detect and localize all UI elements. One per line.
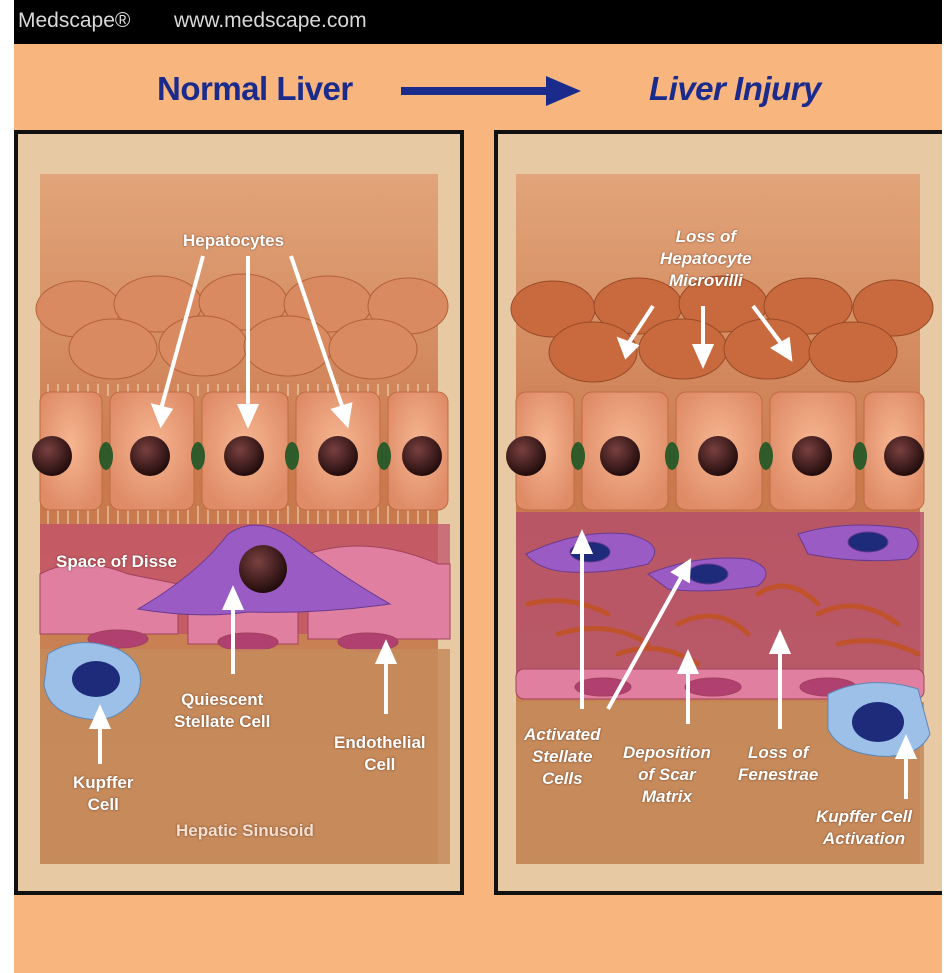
label-loss-of-microvilli: Loss of Hepatocyte Microvilli (660, 226, 752, 292)
label-kupffer-cell: Kupffer Cell (73, 772, 133, 816)
label-line: Quiescent (174, 689, 270, 711)
nucleus (130, 436, 170, 476)
label-line: Stellate Cell (174, 711, 270, 733)
slide: Medscape® www.medscape.com Normal Liver … (14, 0, 942, 973)
label-space-of-disse: Space of Disse (56, 551, 177, 573)
label-kupffer-activation: Kupffer Cell Activation (816, 806, 912, 850)
nucleus (32, 436, 72, 476)
nucleus (318, 436, 358, 476)
label-line: Cell (334, 754, 426, 776)
label-hepatic-sinusoid: Hepatic Sinusoid (176, 820, 314, 842)
label-quiescent-stellate: Quiescent Stellate Cell (174, 689, 270, 733)
title-normal-liver: Normal Liver (157, 70, 353, 108)
site-url: www.medscape.com (174, 9, 367, 33)
label-line: Microvilli (660, 270, 752, 292)
label-line: Kupffer Cell (816, 806, 912, 828)
label-hepatocytes: Hepatocytes (183, 230, 284, 252)
activated-kupffer-cell (828, 683, 930, 757)
nucleus (224, 436, 264, 476)
label-activated-stellate: Activated Stellate Cells (524, 724, 601, 790)
label-deposition-scar-matrix: Deposition of Scar Matrix (623, 742, 711, 808)
label-line: Loss of (660, 226, 752, 248)
label-line: Loss of (738, 742, 818, 764)
title-liver-injury: Liver Injury (649, 70, 821, 108)
label-loss-of-fenestrae: Loss of Fenestrae (738, 742, 818, 786)
label-line: Cells (524, 768, 601, 790)
nucleus (402, 436, 442, 476)
brand-name: Medscape® (18, 9, 130, 33)
label-line: Activated (524, 724, 601, 746)
top-bar: Medscape® www.medscape.com (14, 0, 942, 44)
liver-injury-panel: Loss of Hepatocyte Microvilli Activated … (494, 130, 942, 895)
kupffer-cell (44, 643, 141, 720)
label-line: Hepatocyte (660, 248, 752, 270)
label-line: Cell (73, 794, 133, 816)
label-line: Endothelial (334, 732, 426, 754)
label-line: Fenestrae (738, 764, 818, 786)
bottom-margin (14, 895, 942, 973)
label-line: of Scar (623, 764, 711, 786)
transition-arrow (401, 76, 581, 106)
label-line: Stellate (524, 746, 601, 768)
label-endothelial-cell: Endothelial Cell (334, 732, 426, 776)
normal-liver-panel: Hepatocytes Space of Disse Quiescent Ste… (14, 130, 464, 895)
label-line: Kupffer (73, 772, 133, 794)
label-line: Deposition (623, 742, 711, 764)
label-line: Matrix (623, 786, 711, 808)
label-line: Activation (816, 828, 912, 850)
